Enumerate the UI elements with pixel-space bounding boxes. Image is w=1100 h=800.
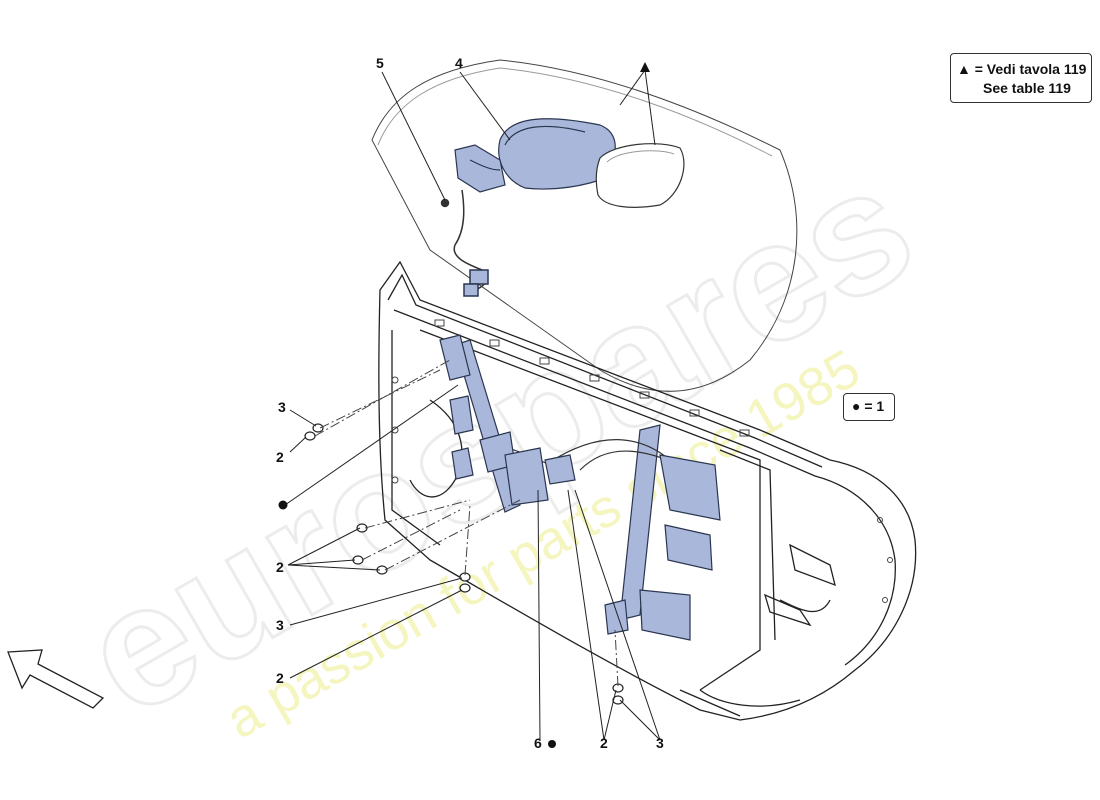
callout-2-mid: 2 [276, 559, 284, 575]
side-mirror [454, 118, 616, 193]
legend-see-table: ▲ = Vedi tavola 119 See table 119 [950, 53, 1092, 103]
callout-3-bottom: 3 [656, 735, 664, 751]
mirror-glass [595, 143, 685, 208]
mirror-cable [440, 189, 489, 297]
callout-2-top: 2 [276, 449, 284, 465]
window-regulator [439, 334, 721, 641]
callout-numbers: 5 4 3 2 2 3 2 6 2 3 [276, 55, 664, 751]
door-slots [391, 319, 893, 603]
direction-arrow-icon [7, 649, 105, 709]
legend-bullet-quantity: ● = 1 [843, 393, 895, 421]
window-glass [371, 59, 798, 392]
legend-table-line1: ▲ = Vedi tavola 119 [957, 61, 1087, 77]
loose-fasteners [304, 423, 624, 705]
door-shell [378, 260, 917, 721]
callout-2-bottom: 2 [600, 735, 608, 751]
callout-3-mid: 3 [276, 617, 284, 633]
callout-markers [278, 62, 650, 748]
callout-2-low: 2 [276, 670, 284, 686]
callout-4: 4 [455, 55, 463, 71]
assembly-lines [314, 359, 619, 687]
leader-lines [284, 69, 661, 741]
legend-bullet-text: ● = 1 [852, 398, 885, 414]
callout-3-top: 3 [278, 399, 286, 415]
legend-table-line2: See table 119 [983, 80, 1071, 96]
callout-6: 6 [534, 735, 542, 751]
callout-5: 5 [376, 55, 384, 71]
